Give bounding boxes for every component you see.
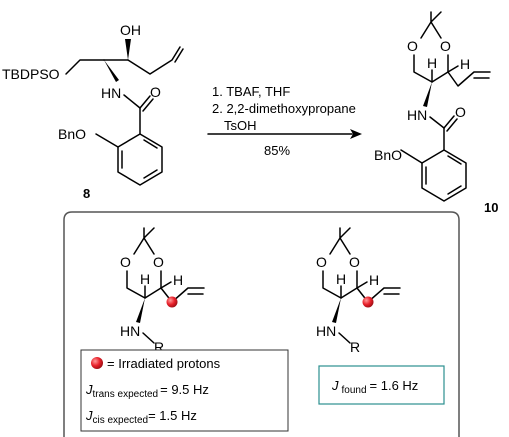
amide-nh-label: HN — [407, 107, 427, 123]
amide-carbonyl — [443, 115, 458, 132]
svg-text:H: H — [140, 271, 150, 287]
compound-number-8: 8 — [83, 186, 90, 201]
compound-number-10: 10 — [484, 200, 498, 215]
hydroxyl-label: OH — [120, 22, 141, 38]
condition-step1: 1. TBAF, THF — [212, 84, 290, 99]
tbdpso-label: TBDPSO — [2, 66, 60, 82]
svg-text:HN: HN — [316, 323, 336, 339]
oh-wedge-bond — [125, 39, 131, 60]
benzyloxy-label: BnO — [58, 126, 86, 142]
svg-text:H: H — [173, 272, 183, 288]
amide-carbonyl — [139, 95, 154, 112]
amide-nh-label: HN — [101, 85, 121, 101]
svg-text:HN: HN — [120, 323, 140, 339]
benzene-ring — [421, 149, 467, 202]
h1-label: H — [427, 55, 437, 71]
model-structure-left: O O H H HN R — [120, 227, 205, 355]
amide-o-label: O — [455, 104, 466, 120]
svg-text:O: O — [316, 254, 327, 270]
allyl-chain — [447, 71, 491, 87]
condition-step2: 2. 2,2-dimethoxypropane — [212, 101, 356, 116]
starting-material-8: TBDPSO OH HN O BnO 8 — [2, 22, 184, 201]
ch2-bond — [65, 59, 105, 75]
legend-box: = Irradiated protons Jtrans expected= 9.… — [80, 349, 289, 432]
irradiated-proton-marker — [166, 296, 178, 308]
analysis-box-frame — [63, 211, 460, 437]
svg-text:O: O — [153, 254, 164, 270]
h2-label: H — [460, 56, 470, 72]
ring-o1-label: O — [407, 38, 418, 54]
nh-wedge-bond — [423, 82, 432, 107]
arrow-head — [350, 129, 362, 139]
reaction-conditions: 1. TBAF, THF 2. 2,2-dimethoxypropane TsO… — [207, 84, 362, 158]
irradiated-legend-marker — [91, 357, 103, 369]
svg-text:H: H — [336, 271, 346, 287]
legend-irradiated-text: = Irradiated protons — [107, 356, 221, 371]
legend-cis-line: Jcis expected= 1.5 Hz — [85, 408, 197, 426]
legend-trans-line: Jtrans expected= 9.5 Hz — [85, 382, 209, 400]
svg-text:O: O — [120, 254, 131, 270]
svg-text:H: H — [369, 272, 379, 288]
benzyloxy-label: BnO — [374, 147, 402, 163]
product-10: O O H H HN O BnO 10 — [374, 11, 498, 215]
svg-text:R: R — [154, 339, 164, 355]
gem-dimethyl — [420, 11, 442, 39]
condition-catalyst: TsOH — [224, 118, 257, 133]
model-structure-right: O O H H HN R — [316, 227, 401, 355]
ring-o2-label: O — [440, 38, 451, 54]
reaction-yield: 85% — [264, 143, 290, 158]
allyl-chain — [127, 46, 184, 75]
irradiated-proton-marker — [362, 296, 374, 308]
svg-text:R: R — [350, 339, 360, 355]
nh-wedge-bond — [104, 60, 119, 82]
benzene-ring — [117, 133, 163, 186]
amide-o-label: O — [150, 84, 161, 100]
svg-text:O: O — [349, 254, 360, 270]
